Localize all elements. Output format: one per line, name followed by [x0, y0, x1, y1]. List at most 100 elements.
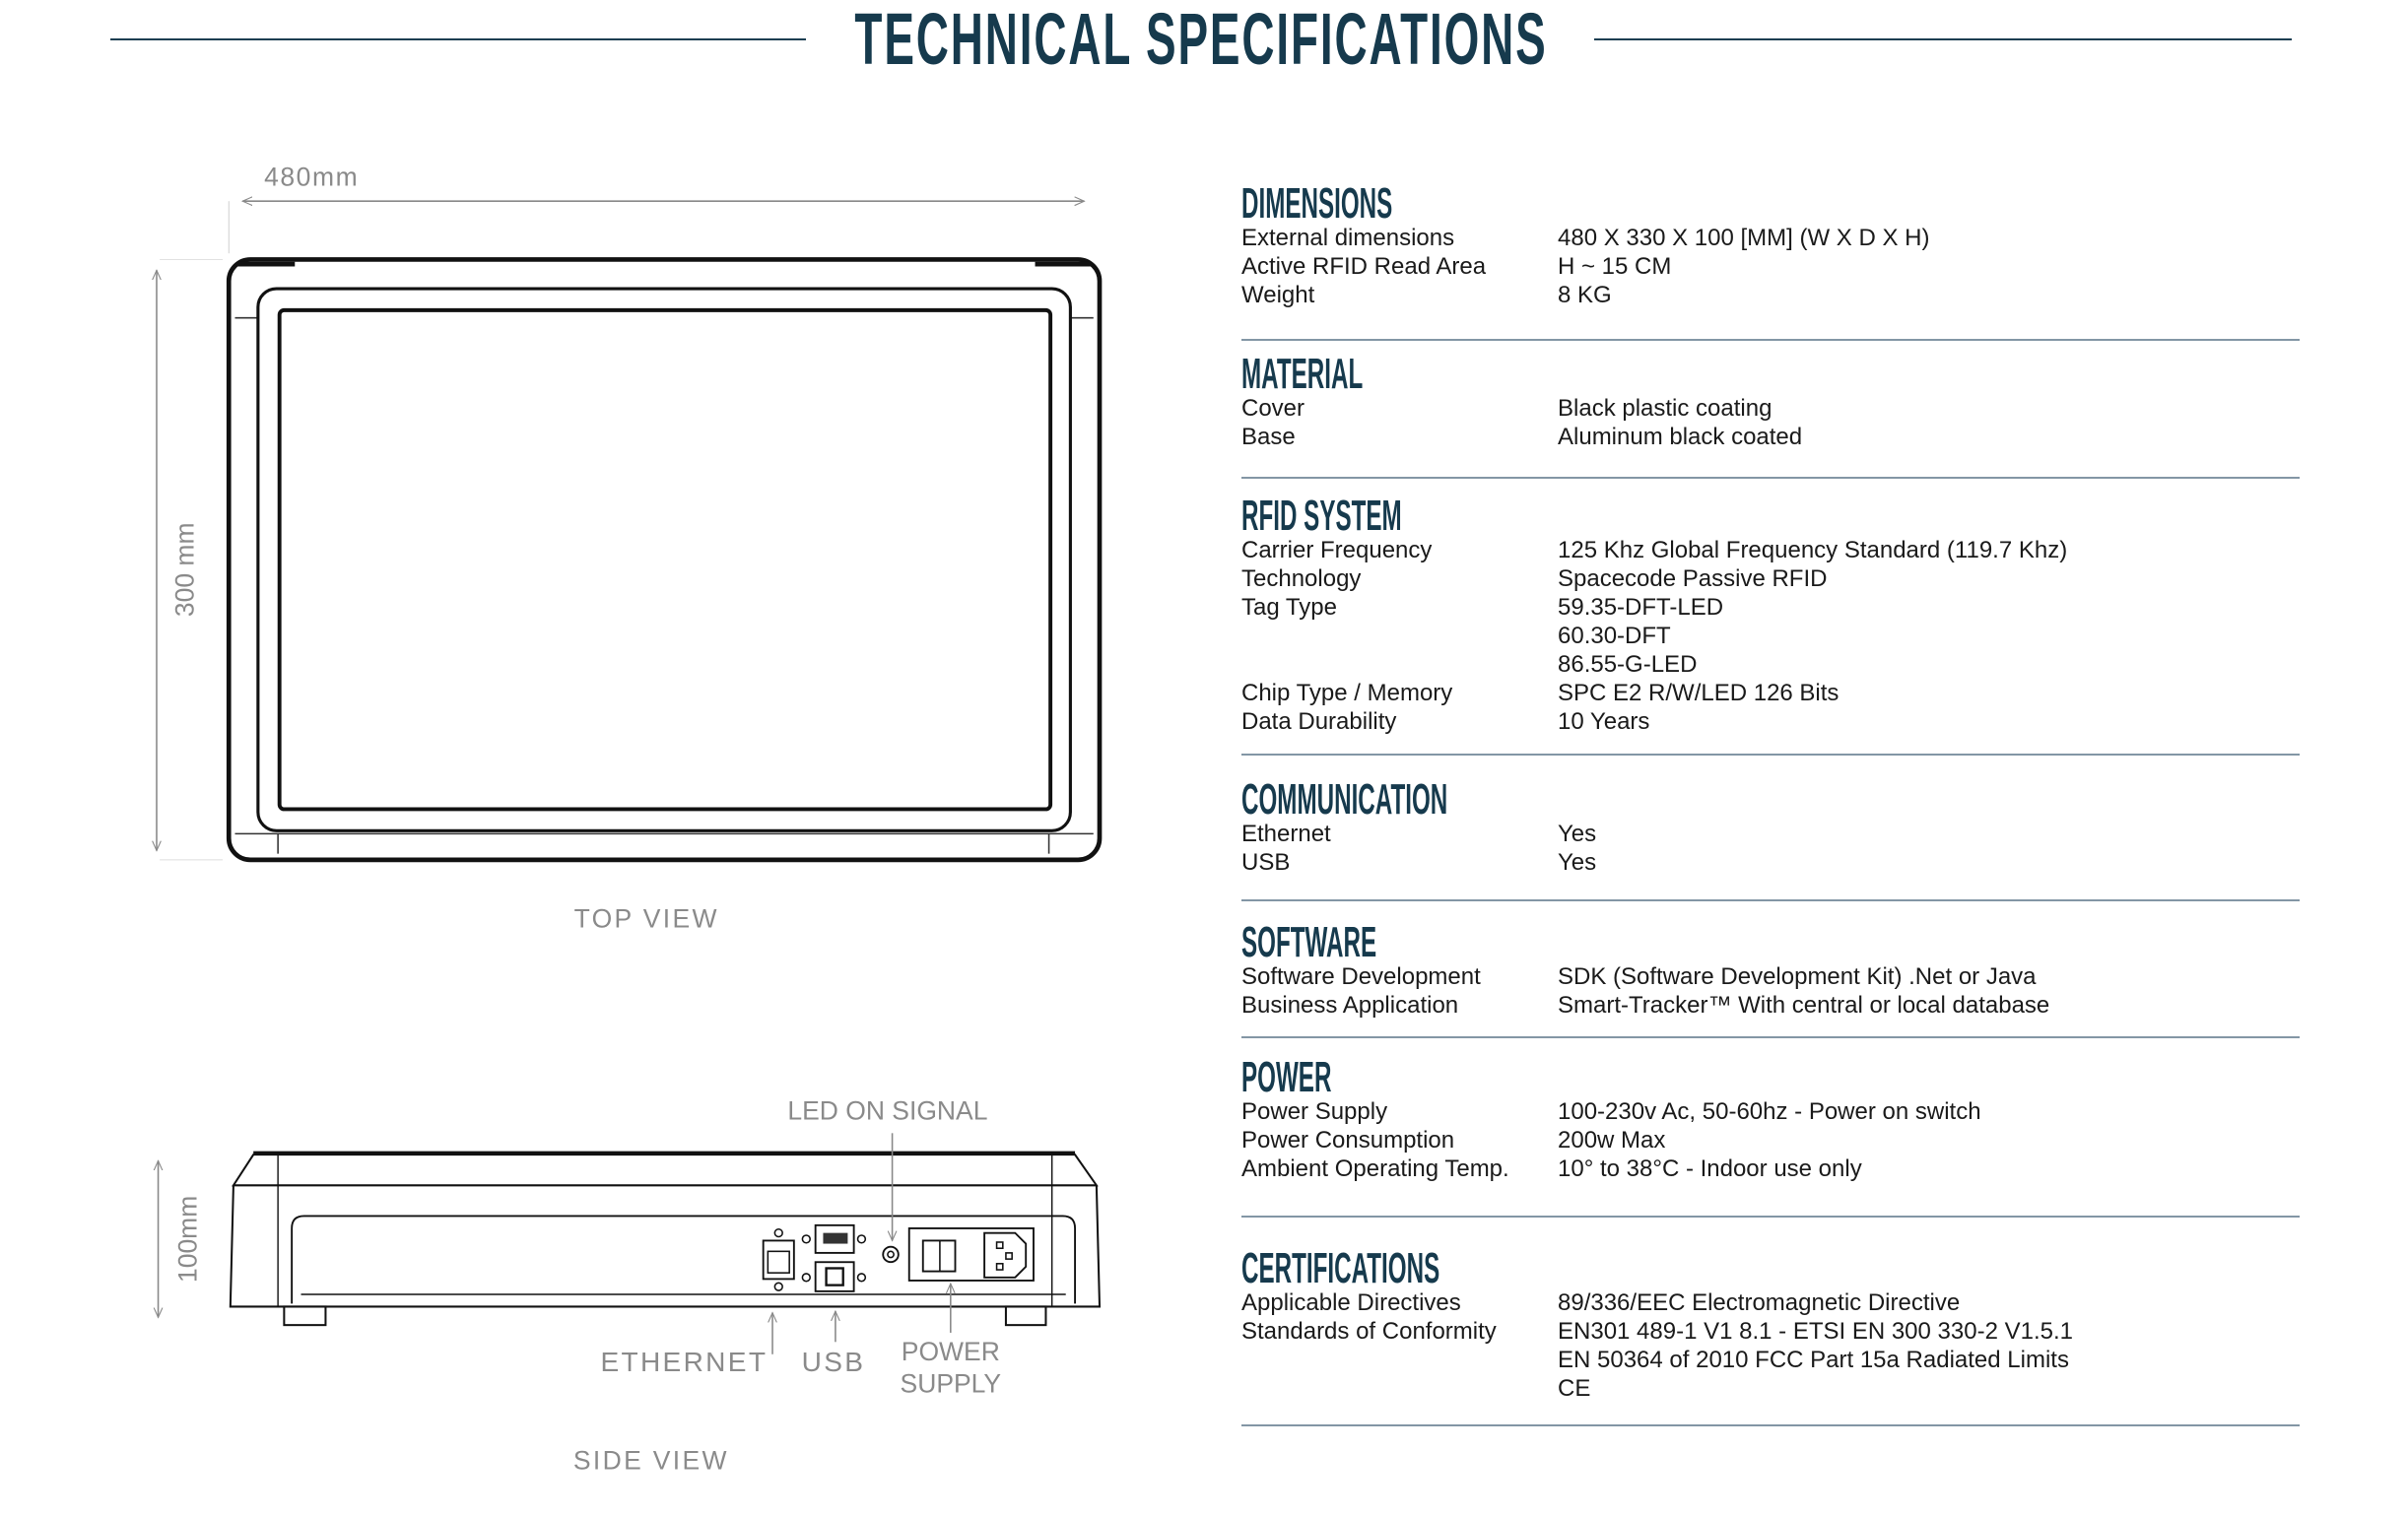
top-view-caption: TOP VIEW [574, 903, 719, 933]
spec-row: Applicable Directives 89/336/EEC Electrom… [1241, 1288, 2300, 1317]
usb-a-port-icon [801, 1223, 867, 1254]
spec-row: Business Application Smart-Tracker™ With … [1241, 991, 2300, 1020]
foot-right [1004, 1305, 1047, 1327]
spec-value: Black plastic coating [1558, 395, 1773, 422]
spec-value: 10° to 38°C - Indoor use only [1558, 1155, 1862, 1182]
spec-value: Spacecode Passive RFID [1558, 565, 1828, 592]
side-view-caption: SIDE VIEW [573, 1446, 729, 1476]
spec-row: Data Durability 10 Years [1241, 707, 2300, 736]
spec-value: 60.30-DFT [1558, 623, 1671, 649]
spec-value: Smart-Tracker™ With central or local dat… [1558, 992, 2050, 1019]
side-view-drawing: 100mm [159, 1095, 1102, 1476]
spec-row: Software Development SDK (Software Develo… [1241, 962, 2300, 991]
section-divider [1241, 899, 2300, 901]
section-heading: CERTIFICATIONS [1241, 1244, 1440, 1292]
spec-label: Software Development [1241, 963, 1481, 990]
section-heading: SOFTWARE [1241, 918, 1377, 966]
spec-label: Ambient Operating Temp. [1241, 1155, 1509, 1182]
spec-value: 480 X 330 X 100 [MM] (W X D X H) [1558, 225, 1930, 251]
spec-value: 10 Years [1558, 708, 1650, 735]
section-divider [1241, 477, 2300, 479]
spec-label: Chip Type / Memory [1241, 680, 1453, 706]
spec-row: Carrier Frequency 125 Khz Global Frequenc… [1241, 536, 2300, 564]
read-area-surface [277, 307, 1053, 812]
spec-label: Standards of Conformity [1241, 1318, 1497, 1345]
spec-label: Carrier Frequency [1241, 537, 1433, 563]
power-label-line2: SUPPLY [901, 1369, 1002, 1399]
width-label: 480mm [264, 163, 359, 192]
spec-label: Ethernet [1241, 821, 1331, 847]
spec-row: Base Aluminum black coated [1241, 423, 2300, 451]
spec-label: External dimensions [1241, 225, 1455, 251]
section-divider [1241, 1424, 2300, 1426]
spec-row: CE [1241, 1374, 2300, 1403]
led-indicator-icon [882, 1245, 900, 1264]
section-material: MATERIAL Cover Black plastic coating Base… [1241, 350, 2300, 451]
spec-label: Power Consumption [1241, 1127, 1455, 1154]
spec-row: Cover Black plastic coating [1241, 394, 2300, 423]
section-dimensions: DIMENSIONS External dimensions 480 X 330 … [1241, 179, 2300, 309]
height-label: 300 mm [169, 522, 199, 617]
page-title: TECHNICAL SPECIFICATIONS [854, 0, 1548, 80]
spec-row: External dimensions 480 X 330 X 100 [MM] … [1241, 224, 2300, 252]
spec-value: H ~ 15 CM [1558, 253, 1672, 280]
section-heading: COMMUNICATION [1241, 775, 1448, 824]
spec-row: Ethernet Yes [1241, 820, 2300, 848]
spec-value: 59.35-DFT-LED [1558, 594, 1724, 621]
spec-row: Chip Type / Memory SPC E2 R/W/LED 126 Bit… [1241, 679, 2300, 707]
spec-value: 89/336/EEC Electromagnetic Directive [1558, 1289, 1961, 1316]
spec-value: Yes [1558, 849, 1597, 876]
spec-row: Standards of Conformity EN301 489-1 V1 8.… [1241, 1317, 2300, 1346]
power-inlet-icon [907, 1227, 1035, 1282]
title-rule-left [110, 38, 806, 40]
spec-label: Cover [1241, 395, 1305, 422]
spec-value: Aluminum black coated [1558, 424, 1803, 450]
spec-label: Data Durability [1241, 708, 1397, 735]
spec-value: 86.55-G-LED [1558, 651, 1698, 678]
spec-value: SPC E2 R/W/LED 126 Bits [1558, 680, 1839, 706]
section-divider [1241, 1216, 2300, 1218]
spec-row: 86.55-G-LED [1241, 650, 2300, 679]
spec-label: Weight [1241, 282, 1315, 308]
spec-row: Tag Type 59.35-DFT-LED [1241, 593, 2300, 622]
spec-row: USB Yes [1241, 848, 2300, 877]
led-signal-label: LED ON SIGNAL [787, 1095, 987, 1125]
top-view-drawing: 480mm 300 mm TOP VIEW [157, 163, 1103, 933]
device-outline [226, 257, 1103, 863]
usb-label: USB [802, 1347, 866, 1377]
spec-label: Technology [1241, 565, 1362, 592]
spec-label: Tag Type [1241, 594, 1337, 621]
section-divider [1241, 754, 2300, 756]
ethernet-port-icon [762, 1227, 795, 1291]
spec-row: 60.30-DFT [1241, 622, 2300, 650]
spec-label: Base [1241, 424, 1296, 450]
foot-left [283, 1305, 327, 1327]
section-heading: MATERIAL [1241, 350, 1364, 398]
section-heading: DIMENSIONS [1241, 179, 1393, 228]
title-rule-right [1594, 38, 2292, 40]
spec-label: USB [1241, 849, 1291, 876]
side-height-label: 100mm [173, 1196, 203, 1283]
spec-value: 200w Max [1558, 1127, 1666, 1154]
spec-value: EN301 489-1 V1 8.1 - ETSI EN 300 330-2 V… [1558, 1318, 2073, 1345]
spec-value: Yes [1558, 821, 1597, 847]
section-divider [1241, 1036, 2300, 1038]
section-heading: POWER [1241, 1053, 1332, 1101]
spec-row: Ambient Operating Temp. 10° to 38°C - Ind… [1241, 1154, 2300, 1183]
spec-value: EN 50364 of 2010 FCC Part 15a Radiated L… [1558, 1347, 2069, 1373]
section-certifications: CERTIFICATIONS Applicable Directives 89/3… [1241, 1244, 2300, 1403]
spec-value: 125 Khz Global Frequency Standard (119.7… [1558, 537, 2068, 563]
spec-value: SDK (Software Development Kit) .Net or J… [1558, 963, 2037, 990]
spec-label: Business Application [1241, 992, 1459, 1019]
section-software: SOFTWARE Software Development SDK (Softwa… [1241, 918, 2300, 1020]
usb-b-port-icon [801, 1261, 867, 1292]
spec-label: Applicable Directives [1241, 1289, 1461, 1316]
spec-value: CE [1558, 1375, 1591, 1402]
spec-label: Power Supply [1241, 1098, 1388, 1125]
